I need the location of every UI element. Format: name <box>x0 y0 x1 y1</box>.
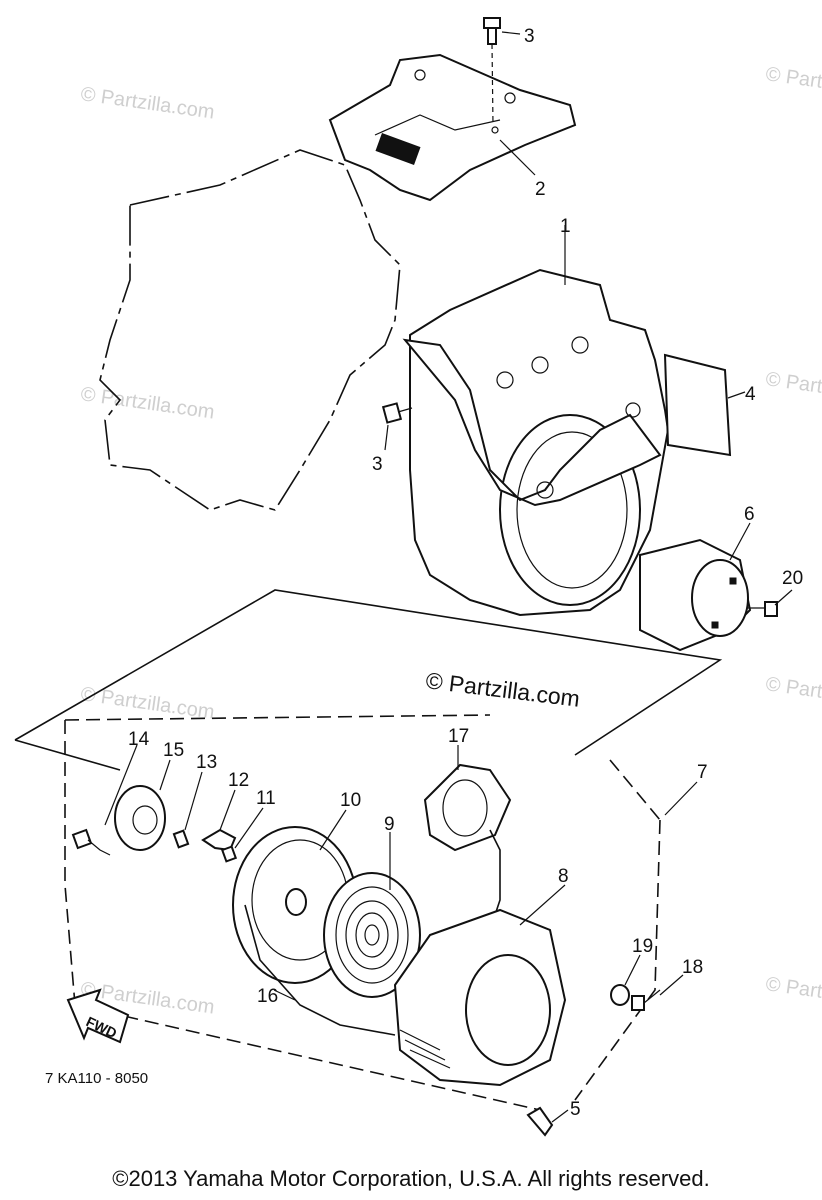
watermark-text: © Partzilla.com <box>79 383 216 424</box>
bolt-part-5 <box>526 1106 554 1137</box>
rope-part-16 <box>244 904 396 1036</box>
bolt-part-20 <box>748 601 778 617</box>
callout-label: 19 <box>632 936 653 957</box>
engine-outline <box>99 149 401 511</box>
callout-label: 1 <box>560 216 571 237</box>
copyright-footer: ©2013 Yamaha Motor Corporation, U.S.A. A… <box>112 1166 710 1191</box>
part-code: 7 KA110 - 8050 <box>45 1070 148 1087</box>
callout-label: 12 <box>228 770 249 791</box>
ratchet-part-12 <box>201 828 237 852</box>
partzilla-watermark: © Partzilla.com <box>424 667 581 712</box>
callout-label: 8 <box>558 866 569 887</box>
bolt-part-14 <box>71 828 111 856</box>
callout-label: 14 <box>128 729 150 750</box>
spring-part-13 <box>172 829 190 849</box>
callout-label: 11 <box>256 788 276 809</box>
washer-part-19 <box>610 984 630 1006</box>
callout-label: 20 <box>782 568 803 589</box>
bolt-left <box>381 402 413 424</box>
callout-label: 18 <box>682 957 703 978</box>
callout-label: 4 <box>745 384 756 405</box>
callout-label: 16 <box>257 986 278 1007</box>
pulley-part-15 <box>114 785 166 851</box>
watermark-text: © Partzilla.com <box>764 63 822 104</box>
watermark-text: © Partzilla.com <box>764 673 822 714</box>
handle-part-17 <box>423 763 512 931</box>
cylinder-part-6 <box>639 538 752 652</box>
watermark-text: © Partzilla.com <box>764 973 822 1014</box>
assembly-outline <box>14 589 723 771</box>
top-shroud-cover <box>328 53 577 202</box>
callout-label: 7 <box>697 762 708 783</box>
bolt-top <box>483 17 501 126</box>
callout-labels: 3 2 1 4 3 6 20 7 14 15 13 12 11 10 9 17 … <box>128 26 803 1120</box>
callout-label: 3 <box>372 454 383 475</box>
callout-label: 2 <box>535 179 546 200</box>
plate-part-4 <box>663 353 732 457</box>
watermark-text: © Partzilla.com <box>764 368 822 409</box>
callout-label: 15 <box>163 740 184 761</box>
recoil-starter-box <box>64 714 661 1111</box>
callout-label: 3 <box>524 26 535 47</box>
callout-label: 6 <box>744 504 755 525</box>
spring-part-11 <box>220 845 238 863</box>
bolt-part-18 <box>631 989 661 1011</box>
watermark-text: © Partzilla.com <box>79 683 216 724</box>
starter-case-part-8 <box>393 908 567 1087</box>
leader-lines <box>104 31 793 1123</box>
fan-housing <box>402 268 670 617</box>
callout-label: 9 <box>384 814 395 835</box>
spiral-spring-part-9 <box>323 872 421 998</box>
watermark-text: © Partzilla.com <box>79 83 216 124</box>
callout-label: 10 <box>340 790 361 811</box>
callout-label: 13 <box>196 752 217 773</box>
callout-label: 5 <box>570 1099 581 1120</box>
callout-label: 17 <box>448 726 469 747</box>
